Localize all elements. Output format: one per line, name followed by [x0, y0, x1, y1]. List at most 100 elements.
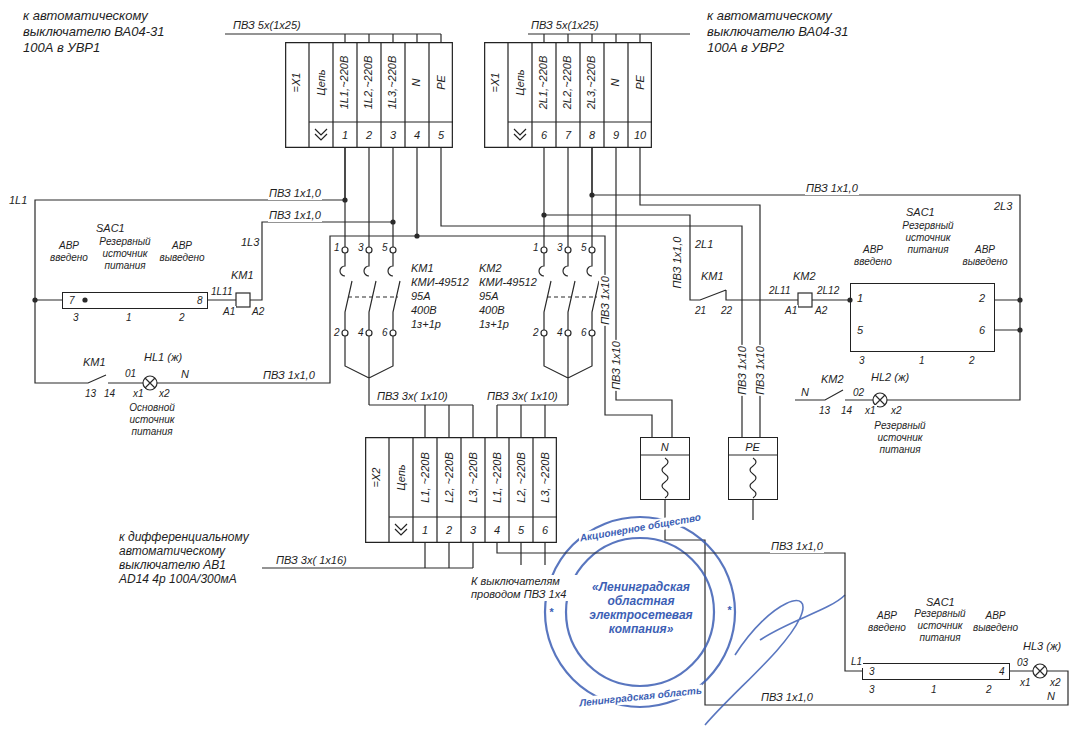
terminal-dot: [390, 247, 396, 253]
terminal-block: =X2ЦепьL1, ~220ВL2, ~220ВL3, ~220ВL1, ~2…: [365, 437, 557, 543]
schematic-label: 400В: [478, 304, 506, 317]
terminal-header: L3, ~220В: [539, 452, 552, 502]
terminal-number: 8: [589, 129, 595, 142]
cable-lines: [225, 34, 690, 42]
terminal-header: L1, ~220В: [491, 452, 504, 502]
terminal-number: 1: [342, 129, 348, 142]
schematic-label: 03: [1016, 657, 1029, 669]
schematic-label: KM1: [700, 270, 725, 283]
schematic-label: SAC1: [905, 206, 936, 219]
terminal-header: N: [609, 78, 622, 86]
schematic-label: HL1 (ж): [143, 351, 183, 364]
terminal-number: 10: [634, 129, 646, 142]
schematic-label: 1: [930, 684, 938, 696]
coil-symbol: [798, 293, 812, 307]
terminal-header: 2L1,~220В: [537, 55, 550, 109]
terminal-mark: 7: [69, 294, 75, 307]
terminal-dot: [541, 330, 547, 336]
schematic-label: x2: [890, 405, 903, 417]
schematic-label: 1: [532, 242, 540, 254]
terminal-mark: 4: [999, 665, 1005, 678]
schematic-label: 1з+1р: [410, 318, 442, 331]
schematic-label: АВР выведено: [155, 240, 209, 264]
terminal-number: 1: [422, 524, 428, 537]
terminal-header: L1, ~220В: [419, 452, 432, 502]
terminal-mark: 1: [857, 292, 863, 305]
hl1-circuit: [35, 236, 417, 383]
schematic-label: 400В: [410, 304, 438, 317]
schematic-label: N: [1046, 690, 1056, 703]
terminal-dot: [565, 330, 571, 336]
terminal-header: PE: [434, 75, 447, 90]
schematic-label: 1: [333, 242, 341, 254]
terminal-dot: [589, 247, 595, 253]
schematic-label: АВР введено: [866, 610, 908, 634]
schematic-label: x1: [132, 388, 145, 400]
schematic-label: KM1: [82, 356, 107, 369]
km1-coil-circuit: [208, 222, 393, 300]
schematic-label: 3: [858, 355, 866, 367]
wire-connector: [441, 148, 742, 437]
contact-terminals: [342, 247, 595, 336]
terminal-mark: 2: [979, 292, 985, 305]
schematic-label: ПВЗ 5х(1х25): [232, 19, 302, 32]
schematic-label: KM2: [792, 270, 817, 283]
schematic-label: 5: [580, 242, 588, 254]
stamp-inner-ring: [566, 538, 714, 686]
schematic-label: АВР введено: [46, 240, 92, 264]
lamp-cross: [145, 378, 1045, 676]
busbar-box: N: [640, 437, 690, 500]
stamp-text: *: [726, 604, 732, 617]
schematic-label: ПВЗ 1х1,0: [268, 209, 322, 222]
schematic-label: A2: [814, 305, 828, 317]
schematic-label: ПВЗ 3х( 1х10): [376, 390, 449, 403]
wire-label: ПВЗ 1х1,0: [268, 187, 322, 200]
schematic-label: x1: [864, 405, 877, 417]
terminal-header: L2, ~220В: [443, 452, 456, 502]
wire-connector: [640, 148, 760, 437]
terminal-header: 1L1,~220В: [338, 55, 351, 109]
terminal-header: Цепь: [514, 69, 527, 95]
schematic-label: КМИ-49512: [410, 276, 470, 289]
schematic-label: 3: [72, 312, 80, 324]
schematic-label: 01: [124, 368, 137, 380]
wire-connector: [35, 148, 345, 300]
wire-label: ПВЗ 1х10: [609, 340, 622, 391]
schematic-label: 3: [868, 684, 876, 696]
stamp-outer-ring: [545, 517, 735, 707]
signature: [705, 595, 845, 725]
terminal-dot: [82, 297, 87, 302]
schematic-label: 14: [103, 388, 116, 400]
schematic-label: 5: [381, 242, 389, 254]
schematic-label: 1L3: [240, 236, 260, 249]
schematic-label: ПВЗ 1х1,0: [671, 235, 684, 289]
schematic-label: A2: [251, 306, 265, 318]
schematic-label: ПВЗ 5х(1х25): [530, 19, 600, 32]
schematic-label: АВР введено: [852, 244, 894, 268]
schematic-label: Резервный источник питания: [95, 236, 155, 272]
stamp-text: Акционерное общество: [577, 511, 702, 544]
terminal-dot: [541, 247, 547, 253]
wire-connector: [592, 148, 1020, 300]
terminal-dot: [541, 212, 546, 217]
terminal-grid: [365, 437, 557, 543]
schematic-label: к дифференциальному автоматическому выкл…: [118, 530, 255, 586]
terminal-dot: [589, 330, 595, 336]
schematic-label: 3: [357, 242, 365, 254]
terminal-header: =X1: [489, 72, 502, 92]
schematic-label: к автоматическому выключателю ВА04-31 10…: [706, 8, 883, 56]
terminal-number: 9: [613, 129, 619, 142]
schematic-label: KM2: [820, 373, 845, 386]
schematic-label: 2: [968, 355, 976, 367]
schematic-label: Основной источник питания: [120, 402, 184, 438]
schematic-label: 02: [852, 387, 865, 399]
schematic-label: ПВЗ 3х( 1х16): [275, 554, 348, 567]
schematic-label: 13: [84, 388, 97, 400]
contactor-km2: [539, 148, 599, 330]
terminal-dot: [390, 330, 396, 336]
terminal-number: 6: [542, 524, 548, 537]
schematic-label: 1L11: [210, 286, 234, 298]
switch-box: 78: [62, 292, 208, 309]
